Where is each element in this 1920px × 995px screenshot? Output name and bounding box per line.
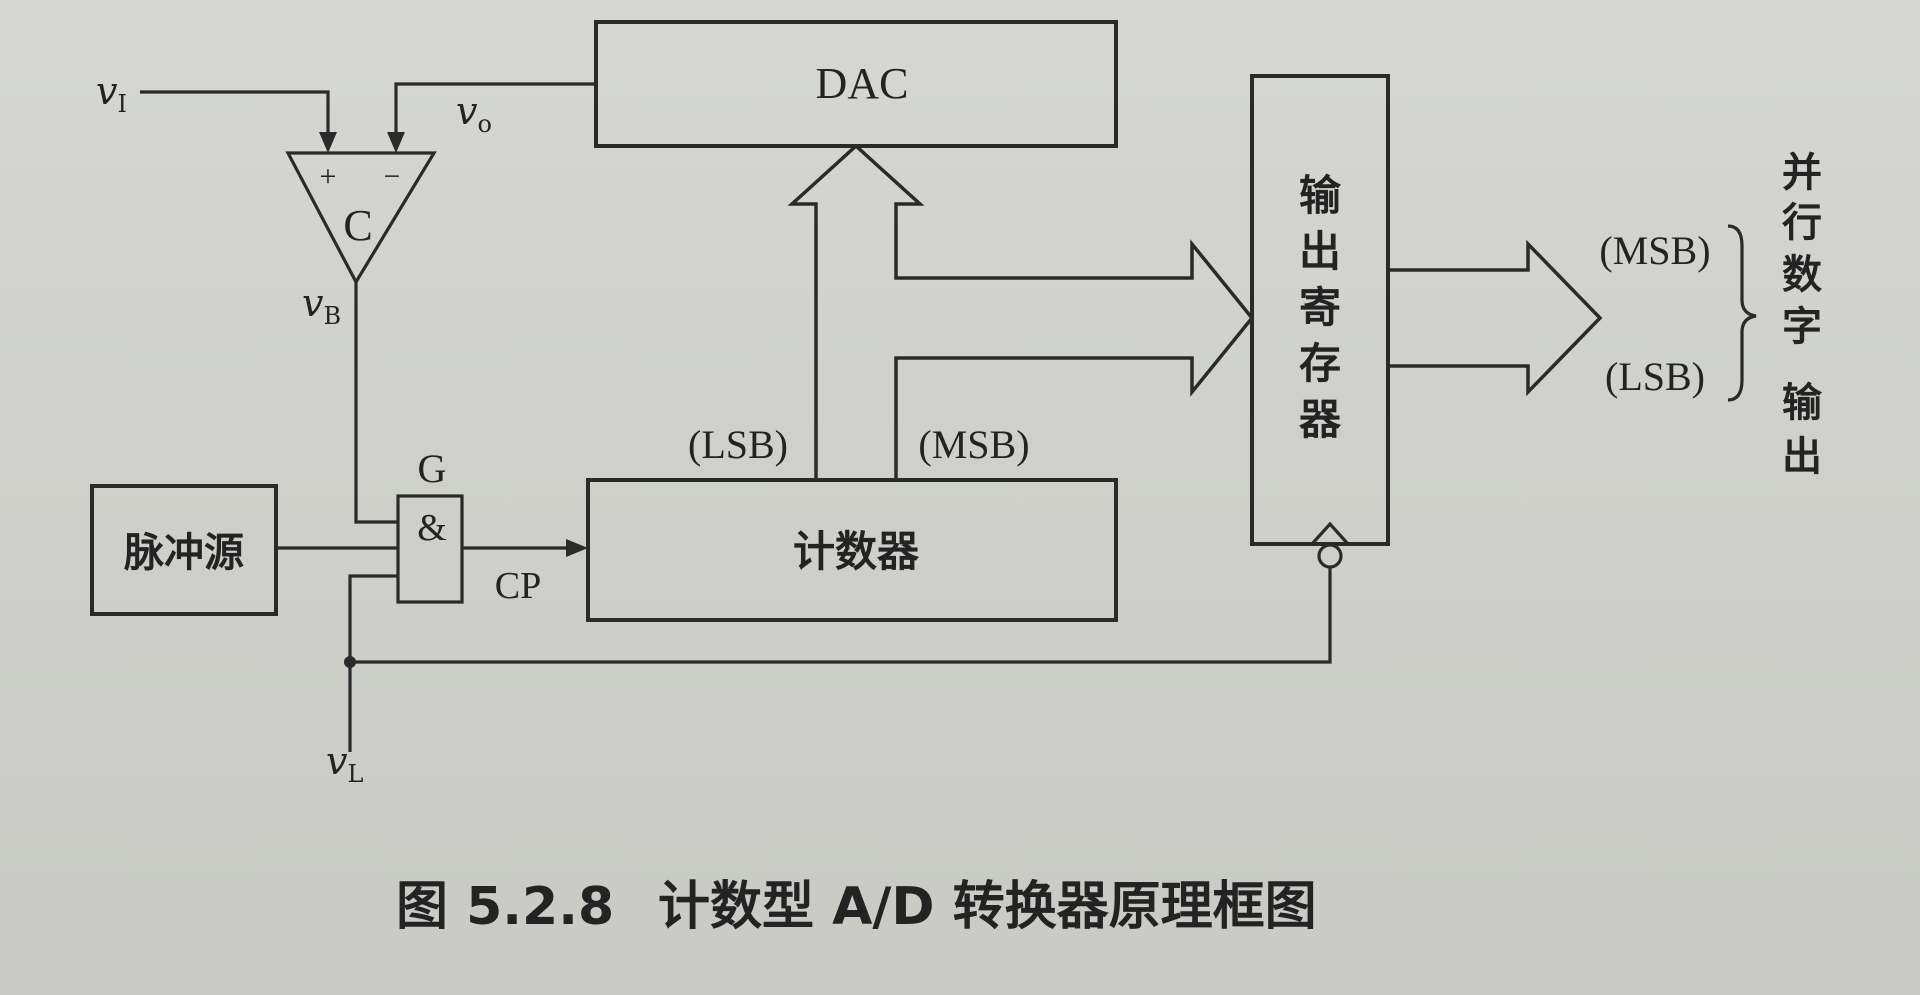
comparator-triangle (285, 151, 437, 286)
output-msb-label: (MSB) (1599, 228, 1710, 273)
and-gate-symbol: & (417, 507, 447, 549)
vb-label: vB (302, 281, 341, 330)
cp-label: CP (495, 565, 541, 607)
vo-sub: o (477, 110, 491, 138)
output-register-char-3: 寄 (1299, 283, 1341, 332)
vi-wire (140, 90, 330, 140)
vb-main: v (302, 281, 324, 325)
output-label-char-3: 数 (1782, 252, 1822, 298)
figure-number: 图 5.2.8 (396, 877, 614, 937)
counter-msb-label: (MSB) (918, 422, 1029, 467)
comparator-plus: + (320, 160, 337, 193)
vi-sub: I (117, 90, 126, 118)
register-clock-edge (1310, 521, 1350, 546)
output-brace (1727, 224, 1757, 402)
pulse-source-label: 脉冲源 (124, 530, 244, 576)
vi-label: vI (96, 69, 127, 118)
output-register-char-4: 存 (1299, 339, 1341, 388)
output-label-char-2: 行 (1782, 200, 1822, 246)
dac-label: DAC (816, 59, 909, 108)
vb-wire (354, 282, 398, 524)
output-register-char-5: 器 (1299, 395, 1342, 444)
gate-name: G (418, 446, 447, 491)
vl-gate-wire (348, 574, 398, 752)
vl-register-wire (350, 568, 1332, 664)
vo-wire (394, 82, 596, 140)
vl-main: v (326, 739, 348, 783)
vo-label: vo (456, 89, 492, 138)
bus-register-to-output (1386, 239, 1603, 397)
comparator-minus: − (384, 160, 401, 193)
comparator-label: C (343, 201, 372, 250)
output-register-char-2: 出 (1299, 227, 1341, 276)
counter-label: 计数器 (793, 527, 920, 576)
output-label-char-5: 输 (1782, 380, 1823, 426)
vo-arrowhead (387, 132, 405, 153)
bus-counter-to-dac (787, 143, 1255, 480)
output-label-char-4: 字 (1782, 304, 1822, 350)
counter-block (586, 478, 1118, 622)
figure-title: 计数型 A/D 转换器原理框图 (658, 877, 1317, 937)
counter-lsb-label: (LSB) (688, 422, 788, 467)
cp-arrowhead (566, 539, 588, 557)
vl-label: vL (326, 739, 363, 788)
vo-main: v (456, 89, 478, 133)
output-register-char-1: 输 (1299, 171, 1342, 220)
output-label-char-1: 并 (1782, 150, 1822, 196)
vb-sub: B (323, 302, 341, 330)
output-label-char-6: 出 (1782, 434, 1822, 480)
vi-main: v (96, 69, 118, 113)
output-lsb-label: (LSB) (1605, 354, 1705, 399)
vi-arrowhead (319, 132, 337, 153)
vl-sub: L (347, 760, 363, 788)
pulse-source-block (90, 484, 278, 616)
vl-junction (344, 656, 356, 668)
register-clock-bubble (1317, 543, 1343, 569)
